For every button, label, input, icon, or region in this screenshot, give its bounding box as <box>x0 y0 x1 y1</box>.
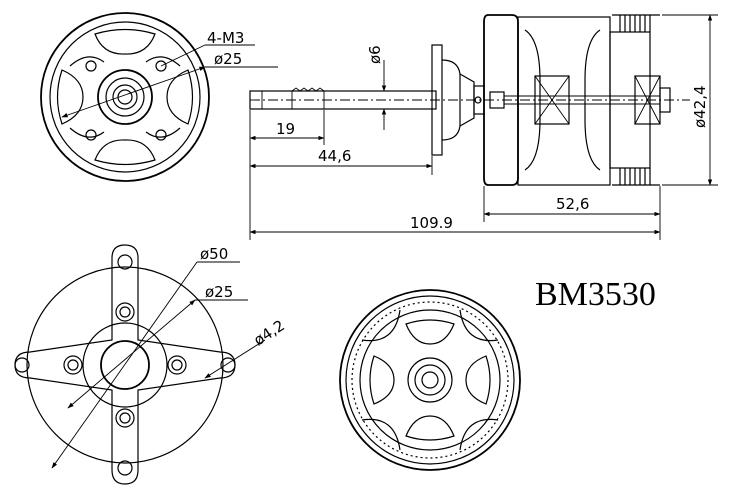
mount-dia-label: ø50 <box>200 245 228 263</box>
side-dimensions: ø6 19 44,6 52,6 109.9 ø42,4 <box>249 14 718 240</box>
total-len-label: 109.9 <box>410 214 453 232</box>
model-label: BM3530 <box>535 276 656 313</box>
mount-pcd-label: ø25 <box>205 283 233 301</box>
mount-hole-label: ø4,2 <box>250 316 288 349</box>
shaft-flange-label: 44,6 <box>318 147 351 165</box>
mount-holes-label: 4-M3 <box>207 29 244 47</box>
shaft-tip-label: 19 <box>276 120 295 138</box>
front-view: 4-M3 ø25 <box>40 12 278 182</box>
rear-view <box>339 289 521 471</box>
mount-view: ø50 ø25 ø4,2 <box>14 244 288 485</box>
body-len-label: 52,6 <box>556 195 589 213</box>
side-view <box>249 14 690 186</box>
body-dia-label: ø42,4 <box>691 85 709 128</box>
front-pcd-label: ø25 <box>214 50 242 68</box>
shaft-dia-label: ø6 <box>366 45 384 64</box>
